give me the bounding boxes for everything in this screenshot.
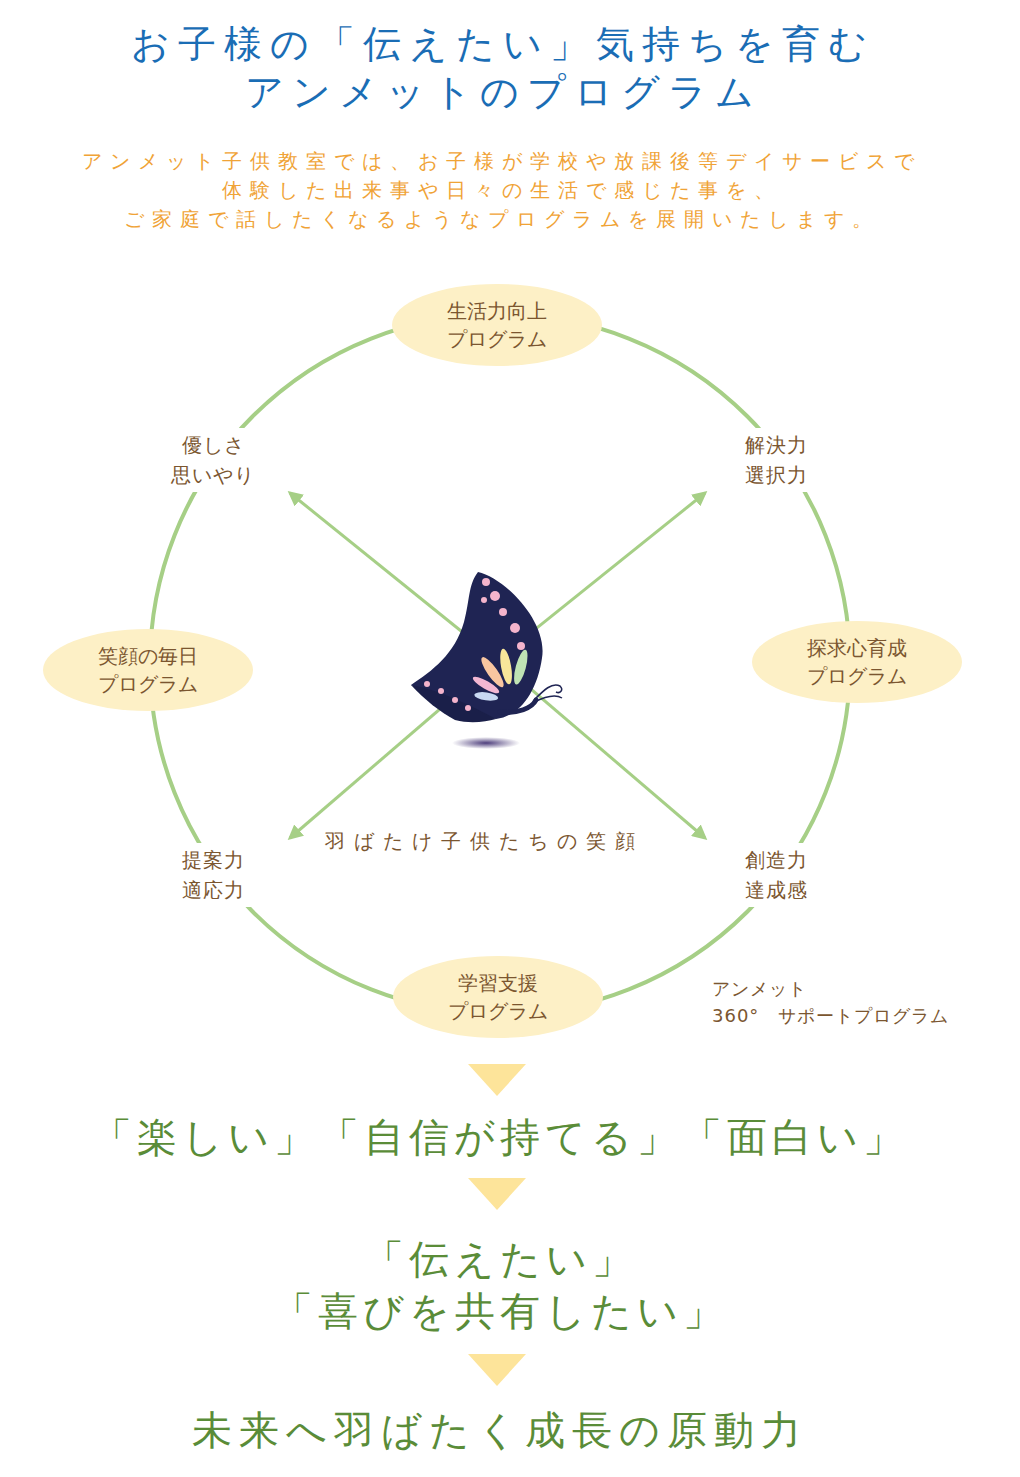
text-line: 「喜びを共有したい」: [273, 1285, 728, 1337]
text-line: アンメット: [712, 975, 949, 1002]
text-line: 生活力向上: [447, 297, 547, 325]
intro-text: アンメット子供教室では、お子様が学校や放課後等デイサービスで 体験した出来事や日…: [82, 147, 922, 234]
text-line: 体験した出来事や日々の生活で感じた事を、: [82, 176, 922, 205]
program-ring: [150, 314, 850, 1014]
page-title: お子様の「伝えたい」気持ちを育む アンメットのプログラム: [131, 20, 875, 116]
text-line: プログラム: [448, 997, 548, 1025]
center-caption: 羽ばたけ子供たちの笑顔: [325, 827, 644, 855]
text-line: お子様の「伝えたい」気持ちを育む: [131, 20, 875, 68]
text-line: ご家庭で話したくなるようなプログラムを展開いたします。: [82, 205, 922, 234]
text-line: 適応力: [182, 875, 245, 905]
text-line: 学習支援: [448, 969, 548, 997]
quality-label: 解決力 選択力: [739, 428, 814, 492]
quality-label: 創造力 達成感: [739, 843, 814, 907]
outcome-text: 「楽しい」「自信が持てる」「面白い」: [92, 1112, 908, 1162]
text-line: 創造力: [745, 845, 808, 875]
support-label: アンメット 360° サポートプログラム: [712, 975, 949, 1029]
text-line: 「伝えたい」: [273, 1233, 728, 1285]
program-name: 探求心育成 プログラム: [807, 634, 907, 690]
down-triangles: [468, 1064, 526, 1386]
text-line: プログラム: [98, 670, 198, 698]
text-line: 360° サポートプログラム: [712, 1002, 949, 1029]
program-ellipse: 学習支援 プログラム: [393, 956, 603, 1038]
program-name: 学習支援 プログラム: [448, 969, 548, 1025]
text-line: 解決力: [745, 430, 808, 460]
outcome-text: 未来へ羽ばたく成長の原動力: [192, 1405, 808, 1455]
text-line: アンメット子供教室では、お子様が学校や放課後等デイサービスで: [82, 147, 922, 176]
program-name: 生活力向上 プログラム: [447, 297, 547, 353]
text-line: 達成感: [745, 875, 808, 905]
text-line: アンメットのプログラム: [131, 68, 875, 116]
outcome-text: 「伝えたい」 「喜びを共有したい」: [273, 1233, 728, 1337]
text-line: 羽ばたけ子供たちの笑顔: [325, 827, 644, 855]
text-line: 探求心育成: [807, 634, 907, 662]
program-name: 笑顔の毎日 プログラム: [98, 642, 198, 698]
program-ellipse: 笑顔の毎日 プログラム: [43, 629, 253, 711]
text-line: 「楽しい」「自信が持てる」「面白い」: [92, 1112, 908, 1162]
text-line: 優しさ: [171, 430, 255, 460]
text-line: 提案力: [182, 845, 245, 875]
text-line: プログラム: [447, 325, 547, 353]
quality-label: 優しさ 思いやり: [165, 428, 261, 492]
program-ellipse: 生活力向上 プログラム: [392, 284, 602, 366]
quality-label: 提案力 適応力: [176, 843, 251, 907]
text-line: 未来へ羽ばたく成長の原動力: [192, 1405, 808, 1455]
program-ellipse: 探求心育成 プログラム: [752, 621, 962, 703]
text-line: プログラム: [807, 662, 907, 690]
radial-arrows: [290, 493, 705, 838]
text-line: 笑顔の毎日: [98, 642, 198, 670]
text-line: 思いやり: [171, 460, 255, 490]
text-line: 選択力: [745, 460, 808, 490]
